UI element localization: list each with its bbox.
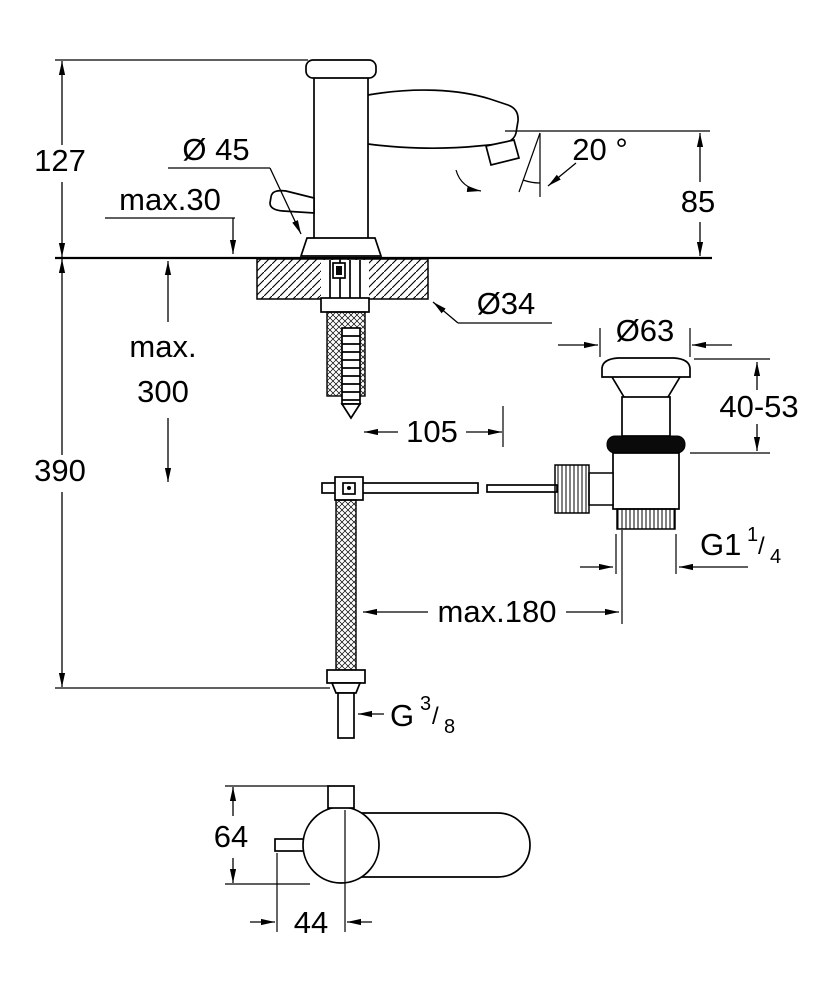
- faucet-spout: [367, 89, 519, 150]
- dim-waste-clamp-range: 40-53: [690, 358, 799, 454]
- dim-total-height: 390: [34, 259, 330, 689]
- faucet-base: [299, 237, 383, 257]
- under-deck-assembly: [320, 297, 558, 739]
- hose-collar: [330, 682, 362, 694]
- hose-nut: [326, 669, 366, 684]
- label-g114-base: G1: [700, 527, 741, 562]
- label-40-53: 40-53: [719, 389, 798, 424]
- dim-outlet-height: 85: [681, 133, 715, 256]
- dim-hole-offset: 105: [364, 406, 504, 449]
- faucet-cap: [305, 59, 377, 79]
- dim-body-width: 44: [250, 810, 372, 940]
- label-300: 300: [137, 374, 189, 409]
- label-20deg: 20 °: [572, 132, 628, 167]
- label-g114-den: 4: [770, 546, 781, 568]
- dim-supply-thread: G 3 / 8: [358, 693, 455, 738]
- label-max: max.: [129, 329, 196, 364]
- dim-rod-length: max.180: [363, 530, 623, 629]
- label-max180: max.180: [438, 594, 557, 629]
- waste-o-ring: [606, 435, 686, 454]
- dim-base-diameter: Ø 45: [168, 132, 302, 235]
- dim-below-deck-length: max. 300: [129, 261, 197, 482]
- dim-height-above-deck: 127: [34, 59, 308, 257]
- label-64: 64: [214, 819, 248, 854]
- label-127: 127: [34, 143, 86, 178]
- rod-threads: [342, 335, 360, 401]
- dim-spout-angle: 20 °: [455, 130, 710, 197]
- handle-tail-top-view: [274, 838, 306, 852]
- label-390: 390: [34, 453, 86, 488]
- faucet-front-view: [269, 59, 521, 257]
- label-g38-base: G: [390, 698, 414, 733]
- label-d63: Ø63: [616, 313, 675, 348]
- label-44: 44: [294, 905, 328, 940]
- mounting-bar: [321, 482, 479, 494]
- hose-pipe: [337, 692, 355, 739]
- rod-tip: [340, 403, 362, 420]
- waste-neck: [611, 376, 681, 398]
- waste-upper-body: [621, 396, 671, 437]
- mounting-nut: [320, 297, 370, 313]
- faucet-shank: [329, 260, 361, 298]
- block-pin: [347, 486, 351, 490]
- label-d45: Ø 45: [182, 132, 249, 167]
- pop-up-rod: [486, 484, 558, 493]
- spout-tab-top-view: [327, 785, 355, 809]
- label-105: 105: [406, 414, 458, 449]
- lever-top-view: [340, 812, 531, 878]
- waste-thread-section: [616, 508, 676, 530]
- dim-hole-diameter: Ø34: [432, 286, 552, 324]
- dim-waste-thread: G1 1 / 4: [580, 524, 781, 574]
- faucet-body: [313, 78, 369, 238]
- label-max30: max.30: [119, 182, 221, 217]
- waste-connector: [588, 472, 614, 506]
- waste-lower-body: [612, 452, 680, 510]
- label-g114-slash: /: [758, 533, 765, 560]
- faucet-handle: [269, 189, 315, 214]
- block-detail: [342, 482, 356, 495]
- label-g38-den: 8: [444, 716, 455, 738]
- body-top-view: [302, 806, 380, 884]
- dim-body-depth: 64: [214, 785, 330, 885]
- faucet-top-view: [274, 785, 531, 884]
- dim-waste-flange: Ø63: [558, 313, 732, 357]
- mounting-deck-section: [55, 256, 712, 300]
- faucet-aerator: [484, 139, 521, 167]
- waste-flange: [601, 357, 691, 378]
- label-g114-num: 1: [747, 524, 758, 546]
- pop-up-waste: [554, 357, 691, 530]
- waste-knurled-knob: [554, 464, 590, 514]
- label-g38-num: 3: [420, 693, 431, 715]
- dim-deck-thickness: max.30: [105, 182, 237, 254]
- label-85: 85: [681, 184, 715, 219]
- label-d34: Ø34: [477, 286, 536, 321]
- label-g38-slash: /: [432, 703, 439, 730]
- flexible-hose: [335, 499, 357, 671]
